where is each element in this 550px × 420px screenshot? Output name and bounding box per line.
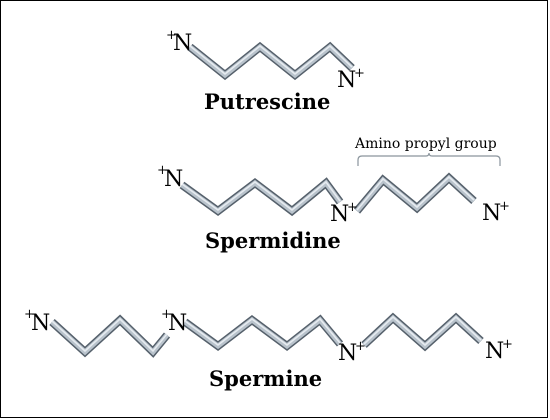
spermine-n2-charge: + [161,307,172,322]
putrescine-name: Putrescine [204,89,330,114]
spermidine-n3-label: N [482,201,501,226]
spermine-n3-label: N [338,341,357,366]
spermidine-molecule: + N N + N + Spermidine Amino propyl grou… [157,136,510,253]
amino-propyl-brace [357,152,501,166]
spermidine-n1-charge: + [157,163,168,178]
spermine-n4-label: N [485,339,504,364]
spermidine-name: Spermidine [205,228,341,253]
putrescine-chain [187,41,355,81]
putrescine-n2-label: N [337,68,356,93]
spermidine-n2-label: N [330,202,349,227]
spermine-chain-butyl [182,314,344,352]
putrescine-n1-label: N [173,31,192,56]
putrescine-n2-charge: + [354,66,365,81]
spermine-n3-charge: + [355,339,366,354]
spermine-molecule: + N + N N + N + Spermine [24,307,513,391]
spermidine-n3-charge: + [499,199,510,214]
spermidine-n2-charge: + [347,200,358,215]
spermine-n1-label: N [31,311,50,336]
spermine-n1-charge: + [24,307,35,322]
spermidine-n1-label: N [164,167,183,192]
putrescine-n1-charge: + [166,28,177,43]
spermidine-chain-butyl [179,177,344,217]
spermine-n4-charge: + [502,337,513,352]
spermine-n2-label: N [168,311,187,336]
spermine-name: Spermine [209,366,322,391]
spermidine-chain-propyl [353,172,477,214]
amino-propyl-label: Amino propyl group [354,136,497,152]
putrescine-molecule: + N N + Putrescine [166,28,365,114]
spermine-chain-propyl-left [49,314,171,358]
spermine-chain-propyl-right [361,312,484,352]
